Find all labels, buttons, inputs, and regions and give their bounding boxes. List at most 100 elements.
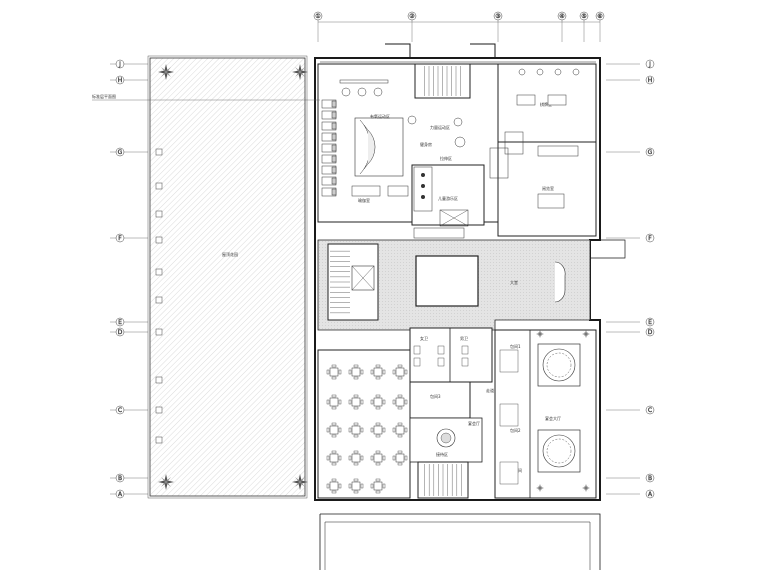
row-axis-bubble-right	[645, 233, 655, 243]
stretch-label: 拉伸区	[440, 155, 452, 161]
column-axis-label: ①	[315, 13, 320, 20]
row-axis-label-left: G	[118, 149, 123, 156]
row-axis-bubble-left	[115, 473, 125, 483]
terrace-column	[155, 436, 163, 444]
treadmill-console	[331, 100, 337, 108]
kids-area: 儿童游乐区	[411, 164, 485, 239]
treadmill-console	[331, 111, 337, 119]
treadmill-console	[331, 188, 337, 196]
vip3-label: 包间3	[430, 393, 441, 399]
treadmill-console	[331, 144, 337, 152]
roof-terrace: 屋顶花园	[147, 55, 308, 499]
reading-label: 阅览室	[542, 185, 554, 191]
treadmill-console	[331, 133, 337, 141]
row-axis-label-left: B	[118, 475, 122, 482]
row-axis-bubble-right	[645, 405, 655, 415]
treadmill-console	[331, 122, 337, 130]
north-stair	[414, 63, 471, 99]
row-axis-label-left: A	[118, 491, 123, 498]
kids-label: 儿童游乐区	[438, 195, 458, 201]
dining-hall	[317, 349, 411, 499]
row-axis-bubble-left	[115, 489, 125, 499]
terrace-column	[155, 296, 163, 304]
annotation-left: 标准层平面图	[92, 93, 116, 99]
lower-center: 女卫 男卫 包间3 接待区 宴会厅	[409, 327, 493, 499]
row-axis-bubble-right	[645, 327, 655, 337]
banquet-label: 宴会大厅	[545, 415, 561, 421]
column-axis-bubble	[557, 11, 567, 21]
row-axis-label-right: F	[648, 235, 652, 242]
column-axis-label: ③	[495, 13, 500, 20]
treadmill-console	[331, 166, 337, 174]
terrace-column	[155, 148, 163, 156]
terrace-label: 屋顶花园	[222, 251, 238, 257]
row-axis-label-right: B	[648, 475, 652, 482]
round-table-north	[537, 343, 581, 387]
row-axis-bubble-left	[115, 75, 125, 85]
row-axis-label-right: G	[648, 149, 653, 156]
terrace-column	[155, 236, 163, 244]
row-axis-label-left: E	[118, 319, 122, 326]
vip1-label: 包间1	[510, 343, 521, 349]
terrace-column	[155, 210, 163, 218]
row-axis-bubble-right	[645, 59, 655, 69]
cardio-label: 有氧运动区	[370, 113, 390, 119]
row-axis-label-left: F	[118, 235, 122, 242]
column-axis-label: ④	[559, 13, 564, 20]
treadmill-console	[331, 155, 337, 163]
column-axis-label: ⑥	[597, 13, 602, 20]
womens-label: 女卫	[420, 335, 428, 341]
gym-label: 健身房	[420, 141, 432, 147]
dining-label: 宴会厅	[468, 420, 480, 426]
row-axis-bubble-right	[645, 489, 655, 499]
row-axis-label-left: C	[118, 407, 122, 414]
row-axis-label-right: C	[648, 407, 652, 414]
column-axis-bubble	[493, 11, 503, 21]
reception-label: 接待区	[436, 451, 448, 457]
column-axis-bubble	[407, 11, 417, 21]
row-axis-bubble-left	[115, 317, 125, 327]
corridor-label: 走道	[486, 387, 494, 393]
row-axis-label-left: J	[118, 61, 121, 68]
row-axis-bubble-left	[115, 59, 125, 69]
row-axis-label-right: E	[648, 319, 652, 326]
column-axis-label: ②	[409, 13, 415, 20]
row-axis-label-left: D	[118, 329, 123, 336]
row-axis-bubble-left	[115, 147, 125, 157]
foyer: 大堂	[317, 239, 591, 331]
column-axis-label: ⑤	[581, 13, 586, 20]
row-axis-label-right: H	[648, 77, 653, 84]
row-axis-bubble-right	[645, 75, 655, 85]
gym-zone: 有氧运动区 力量运动区 健身房 拉伸区 瑜伽室	[317, 63, 499, 223]
round-table-south	[537, 429, 581, 473]
terrace-column	[155, 182, 163, 190]
row-axis-label-right: A	[648, 491, 653, 498]
private-dining-wing: 走道 包间1 包间2 备餐间 宴会大厅	[486, 329, 597, 499]
yoga-label: 瑜伽室	[358, 197, 370, 203]
row-axis-label-right: D	[648, 329, 653, 336]
row-axis-bubble-right	[645, 317, 655, 327]
column-axis-bubble	[595, 11, 605, 21]
row-axis-bubble-left	[115, 233, 125, 243]
foyer-label: 大堂	[510, 279, 518, 285]
row-axis-bubble-right	[645, 147, 655, 157]
row-axis-bubble-left	[115, 405, 125, 415]
row-axis-bubble-left	[115, 327, 125, 337]
chess-label: 棋牌室	[540, 101, 552, 107]
row-axis-label-right: J	[648, 61, 651, 68]
terrace-column	[155, 268, 163, 276]
row-axis-label-left: H	[118, 77, 123, 84]
east-wing: 棋牌室 阅览室	[489, 63, 597, 237]
treadmill-console	[331, 177, 337, 185]
column-axis-bubble	[313, 11, 323, 21]
terrace-column	[155, 376, 163, 384]
column-axis-bubble	[579, 11, 589, 21]
row-axis-bubble-right	[645, 473, 655, 483]
strength-label: 力量运动区	[430, 124, 450, 130]
mens-label: 男卫	[460, 336, 468, 341]
terrace-column	[155, 328, 163, 336]
vip2-label: 包间2	[510, 427, 521, 433]
terrace-column	[155, 406, 163, 414]
